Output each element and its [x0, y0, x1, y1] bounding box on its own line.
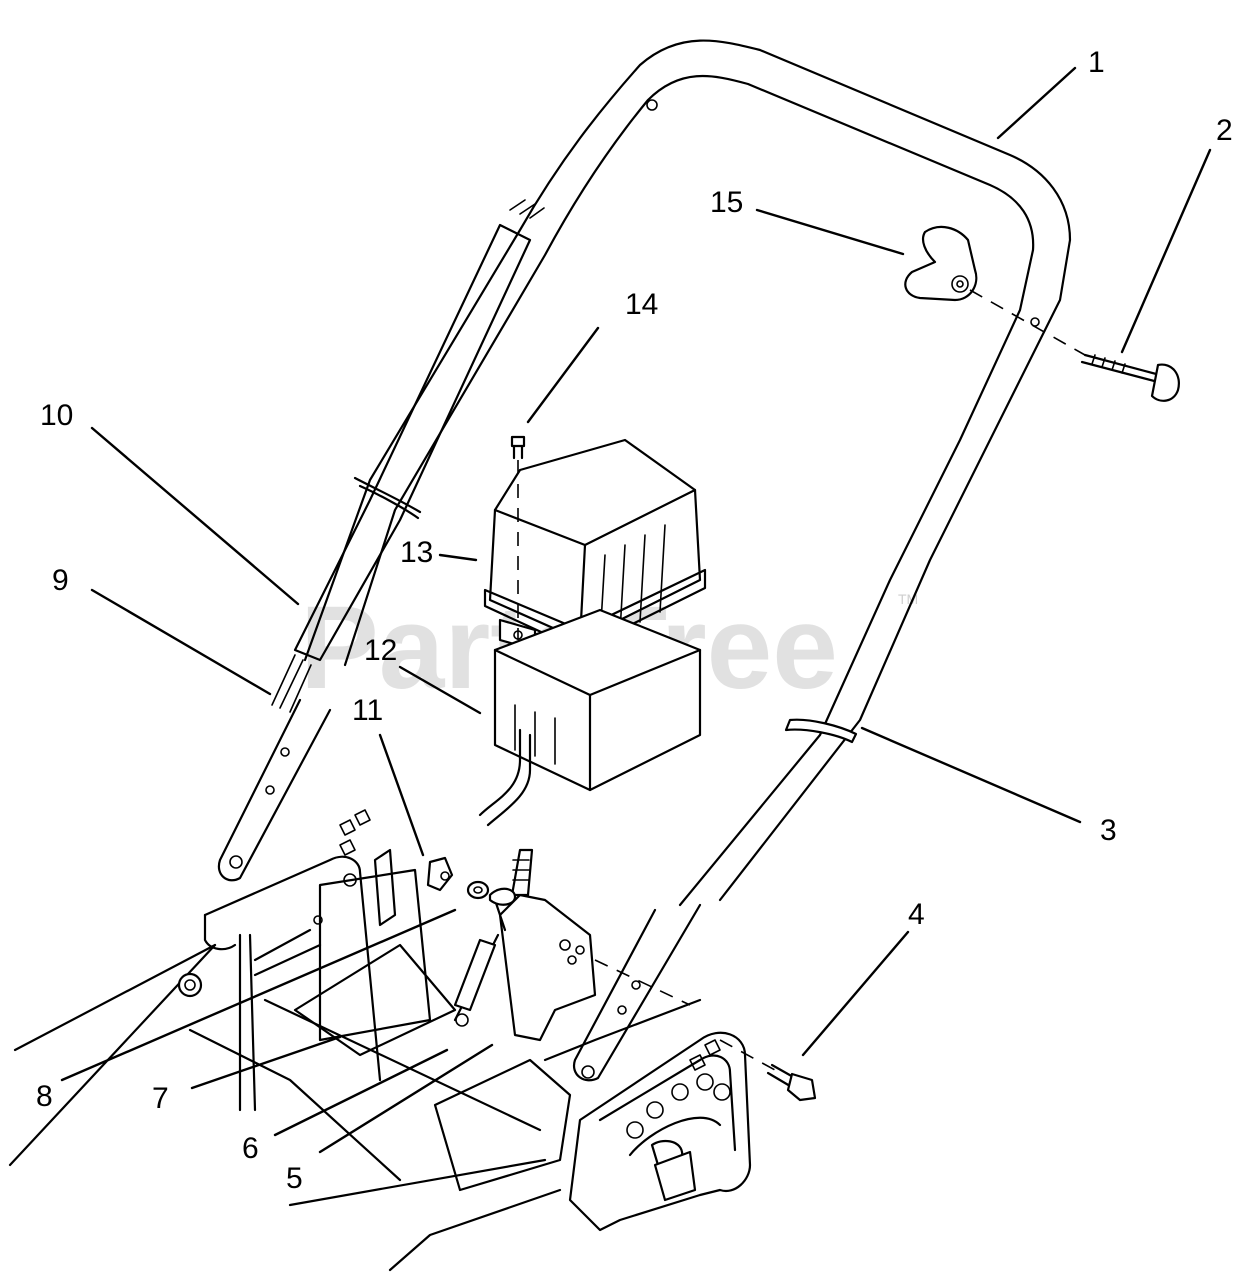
leader-9: [90, 588, 272, 696]
battery-wires: [478, 728, 532, 827]
washer: [466, 880, 490, 900]
handle-lower-left: [217, 698, 332, 882]
callout-7: 7: [152, 1082, 169, 1115]
leader-3: [860, 726, 1082, 824]
leader-6: [273, 1048, 449, 1137]
callout-5: 5: [286, 1162, 303, 1195]
callout-9: 9: [52, 564, 69, 597]
handle-upper: [303, 39, 1072, 907]
callout-15: 15: [710, 186, 743, 219]
carriage-bolt: [1080, 353, 1180, 402]
spring: [453, 898, 507, 1027]
callout-1: 1: [1088, 46, 1105, 79]
callout-8: 8: [36, 1080, 53, 1113]
leader-12: [398, 665, 482, 715]
leader-7: [190, 1035, 342, 1090]
leader-11: [378, 733, 425, 857]
callout-11: 11: [352, 694, 383, 727]
callout-4: 4: [908, 898, 925, 931]
leader-lines: [60, 66, 1212, 1154]
callout-10: 10: [40, 399, 73, 432]
callout-14: 14: [625, 288, 658, 321]
callout-3: 3: [1100, 814, 1117, 847]
callout-12: 12: [364, 634, 397, 667]
callout-labels: 1 2 3 4 5 6 7 8 9 10 11 12 13 14 15: [36, 46, 1233, 1195]
handle-lower-right: [572, 903, 702, 1082]
leader-2: [1120, 148, 1212, 354]
mower-deck: [8, 809, 702, 1272]
leader-14: [526, 326, 600, 424]
leader-10: [90, 426, 300, 606]
wing-nut: [426, 856, 454, 892]
stud: [488, 848, 534, 906]
leader-15: [755, 208, 905, 256]
leader-5: [318, 1043, 494, 1154]
spring-bracket: [498, 893, 691, 1042]
watermark-trademark: TM: [898, 591, 918, 607]
leader-13: [438, 553, 478, 562]
grip-band-right: [784, 718, 858, 744]
callout-2: 2: [1216, 114, 1233, 147]
callout-6: 6: [242, 1132, 259, 1165]
callout-13: 13: [400, 536, 433, 569]
cable-bundle: [271, 199, 545, 713]
leader-4: [801, 930, 910, 1057]
hex-bolt: [719, 1039, 817, 1102]
leader-1: [996, 66, 1077, 140]
height-adjust-plate: [568, 1031, 752, 1232]
battery: [493, 608, 702, 792]
handle-knob: [904, 225, 1086, 356]
leader-8: [60, 908, 457, 1082]
screw: [510, 435, 526, 640]
